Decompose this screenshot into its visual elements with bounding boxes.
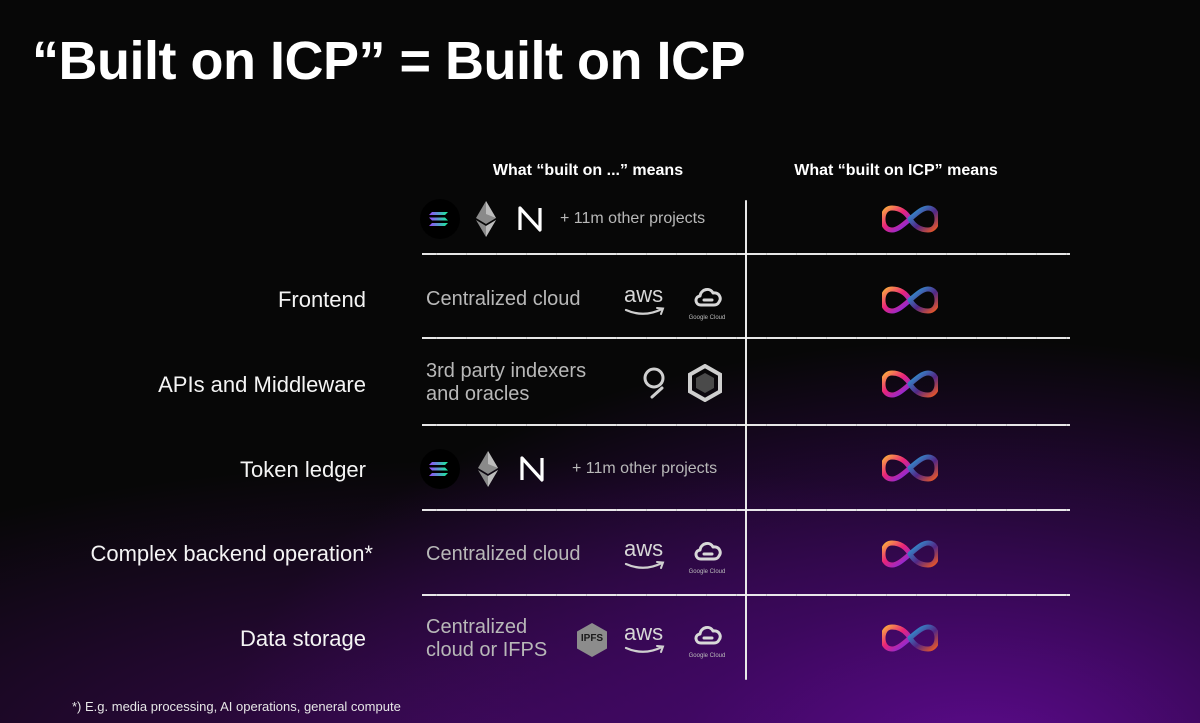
cell-text-frontend: Centralized cloud (426, 288, 581, 310)
footnote: *) E.g. media processing, AI operations,… (72, 699, 401, 714)
ethereum-icon (478, 451, 498, 487)
other-projects-text: + 11m other projects (572, 460, 718, 477)
near-icon (520, 456, 544, 482)
row-label-token-ledger: Token ledger (240, 457, 366, 482)
row-divider (422, 424, 1070, 426)
row-label-data-storage: Data storage (240, 626, 366, 651)
icp-icon (882, 286, 938, 314)
row-label-complex-backend: Complex backend operation* (90, 541, 373, 566)
icp-icon (882, 454, 938, 482)
aws-icon: aws (624, 538, 668, 574)
row-label-apis-middleware: APIs and Middleware (158, 372, 366, 397)
row-divider (422, 594, 1070, 596)
other-projects-text: + 11m other projects (560, 210, 706, 227)
google-cloud-icon: Google Cloud (688, 619, 726, 659)
row-divider (422, 253, 1070, 255)
solana-icon (420, 449, 460, 489)
icp-icon (882, 205, 938, 233)
google-cloud-icon: Google Cloud (688, 535, 726, 575)
column-divider (745, 200, 747, 680)
ethereum-icon (476, 201, 496, 237)
aws-icon: aws (624, 622, 668, 658)
column-header-built-on-icp: What “built on ICP” means (794, 162, 998, 179)
cell-text-data-storage: Centralized cloud or IFPS (426, 616, 548, 661)
column-header-built-on: What “built on ...” means (492, 162, 684, 179)
row-label-frontend: Frontend (277, 287, 366, 312)
solana-icon (420, 199, 460, 239)
aws-icon: aws (624, 284, 668, 320)
ipfs-icon: IPFS (576, 622, 608, 658)
cell-text-apis-middleware: 3rd party indexers and oracles (426, 360, 587, 405)
cell-text-complex-backend: Centralized cloud (426, 543, 581, 565)
icp-icon (882, 540, 938, 568)
google-cloud-icon: Google Cloud (688, 281, 726, 321)
row-divider (422, 509, 1070, 511)
icp-icon (882, 624, 938, 652)
row-divider (422, 337, 1070, 339)
chainlink-icon (688, 364, 722, 402)
the-graph-icon (643, 367, 665, 399)
slide-title: “Built on ICP” = Built on ICP (32, 31, 745, 91)
icp-icon (882, 370, 938, 398)
near-icon (518, 206, 542, 232)
